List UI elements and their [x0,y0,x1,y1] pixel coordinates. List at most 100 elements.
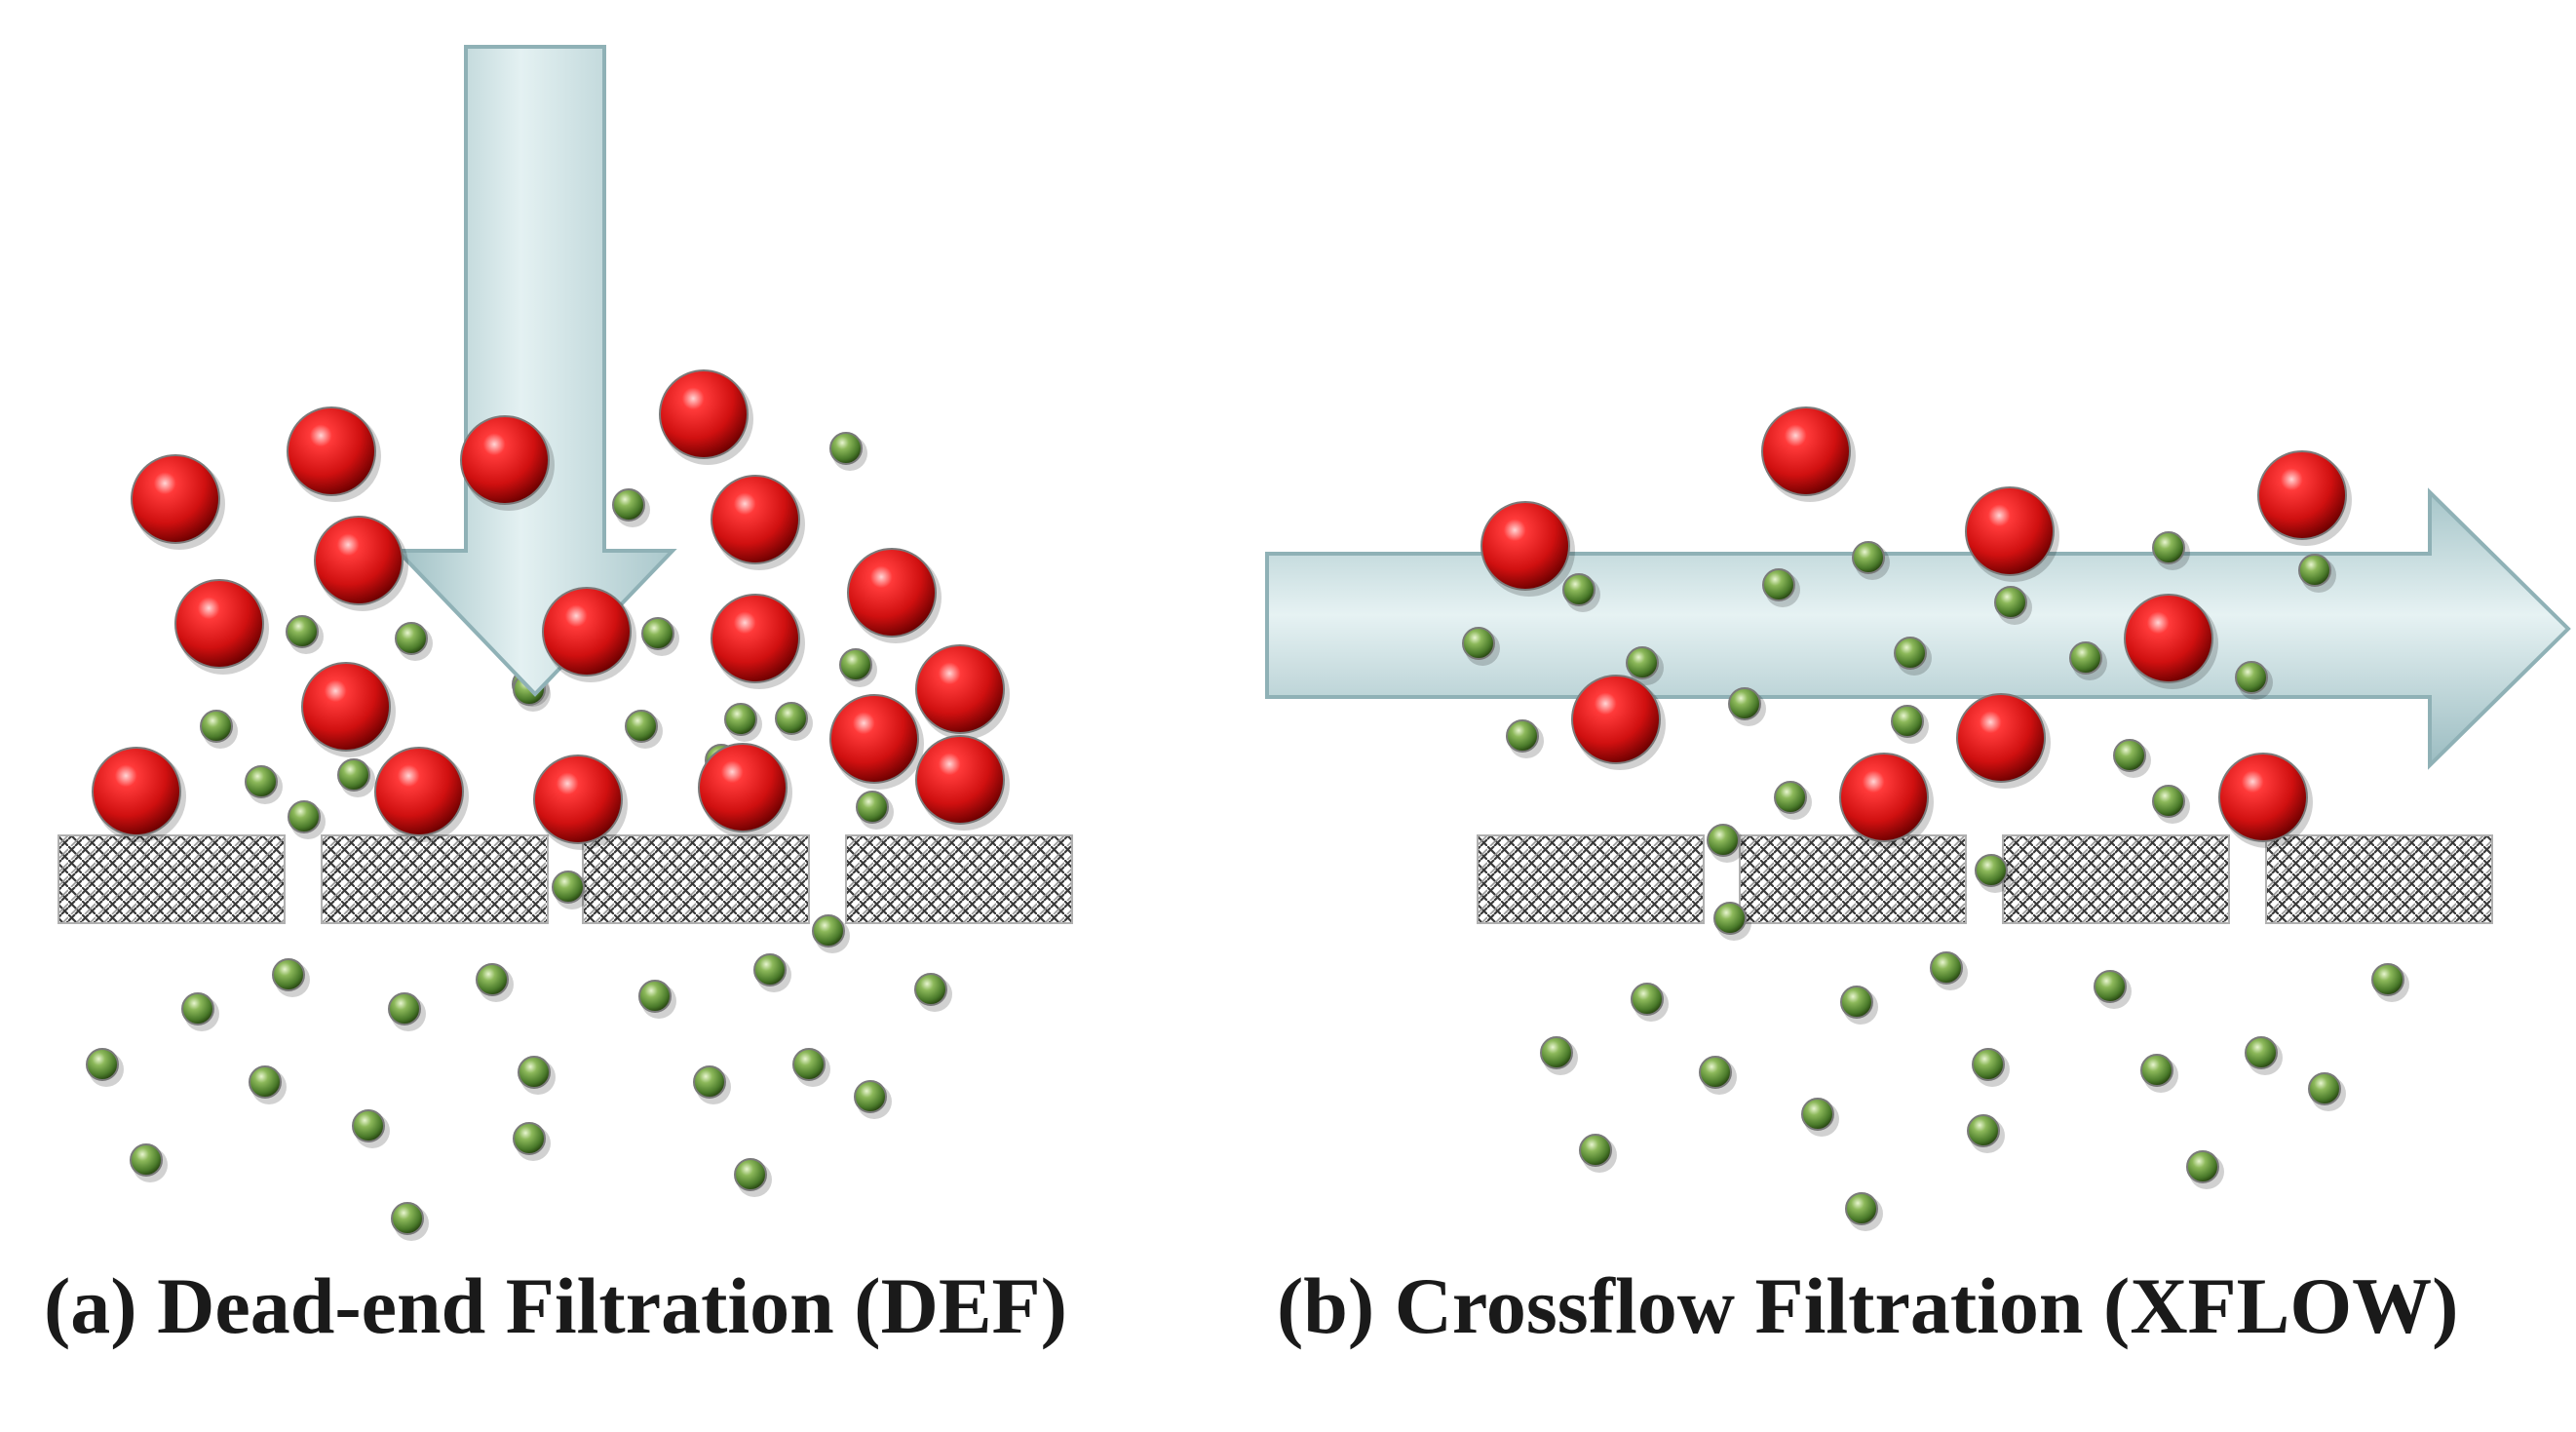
membrane-block [58,834,286,924]
small-particle [1845,1192,1878,1225]
membrane-block [2265,834,2493,924]
large-particle [1956,693,2046,783]
large-particle [92,747,181,836]
permeate-particles-b [1462,531,2409,1231]
small-particle [1626,646,1659,679]
small-particle [1506,719,1539,753]
membrane-a [58,834,1073,924]
small-particle [2113,739,2146,772]
small-particle [1699,1056,1732,1089]
large-particle [711,594,800,683]
small-particle [130,1143,163,1177]
small-particle [513,1122,546,1155]
small-particle [1540,1036,1573,1069]
small-particle [693,1065,726,1099]
small-particle [86,1048,119,1081]
small-particle [641,617,674,650]
small-particle [1967,1114,2000,1147]
small-particle [181,992,214,1026]
small-particle [2186,1150,2219,1183]
small-particle [812,914,845,948]
small-particle [1762,568,1795,601]
large-particle [301,662,391,752]
small-particle [1891,705,1924,738]
small-particle [612,488,645,522]
small-particle [552,871,585,904]
large-particle [2124,594,2213,683]
large-particle [847,548,937,638]
small-particle [1707,824,1740,857]
small-particle [2152,785,2185,818]
large-particle [314,516,404,605]
small-particle [1728,687,1761,720]
flow-arrow-down-icon [393,45,677,697]
large-particle [374,747,464,836]
small-particle [1930,951,1963,985]
membrane-b [1477,834,2493,924]
large-particle [174,579,264,669]
small-particle [272,958,305,991]
small-particle [625,710,658,743]
small-particle [2140,1054,2173,1087]
small-particle [2245,1036,2278,1069]
small-particle [2298,554,2331,587]
large-particle [131,454,220,544]
small-particle [388,992,421,1026]
large-particle [915,735,1005,825]
membrane-block [582,834,810,924]
small-particle [753,953,787,987]
small-particle [856,791,889,824]
small-particle [245,765,278,798]
large-particle [533,755,623,844]
small-particle [1894,637,1927,670]
membrane-block [1739,834,1967,924]
membrane-block [845,834,1073,924]
small-particle [2094,970,2127,1003]
small-particle [1994,586,2027,619]
small-particle [2069,641,2102,675]
crossflow-filtration-panel [1265,406,2571,1231]
large-particle [829,694,919,784]
small-particle [395,622,428,655]
small-particle [1562,573,1596,606]
small-particle [1972,1048,2005,1081]
large-particle [1839,753,1929,842]
small-particle [775,702,808,735]
permeate-particles-a [86,432,952,1241]
small-particle [2235,661,2268,694]
large-particle [287,406,376,496]
large-particle [1965,486,2055,576]
small-particle [1462,627,1495,660]
large-particle [1761,406,1851,496]
small-particle [200,710,233,743]
small-particle [734,1158,767,1191]
membrane-block [2002,834,2230,924]
large-particle [659,369,749,459]
small-particle [2308,1072,2341,1105]
small-particle [1840,986,1873,1019]
small-particle [638,980,672,1013]
small-particle [724,703,757,736]
small-particle [249,1065,282,1099]
small-particle [1852,541,1885,574]
caption-crossflow-filtration: (b) Crossflow Filtration (XFLOW) [1277,1261,2459,1350]
small-particle [854,1080,887,1113]
large-particle [542,587,632,677]
retained-particles-a [92,369,1010,850]
large-particle [2257,450,2347,540]
small-particle [2371,963,2404,996]
large-particle [698,743,788,832]
small-particle [286,615,319,648]
small-particle [337,758,370,792]
small-particle [1774,781,1807,814]
retained-particles-b [1480,406,2352,848]
small-particle [914,973,947,1006]
small-particle [1713,902,1747,935]
membrane-block [321,834,549,924]
large-particle [1480,501,1570,591]
small-particle [352,1109,385,1142]
small-particle [839,648,872,681]
small-particle [288,800,321,833]
membrane-block [1477,834,1705,924]
